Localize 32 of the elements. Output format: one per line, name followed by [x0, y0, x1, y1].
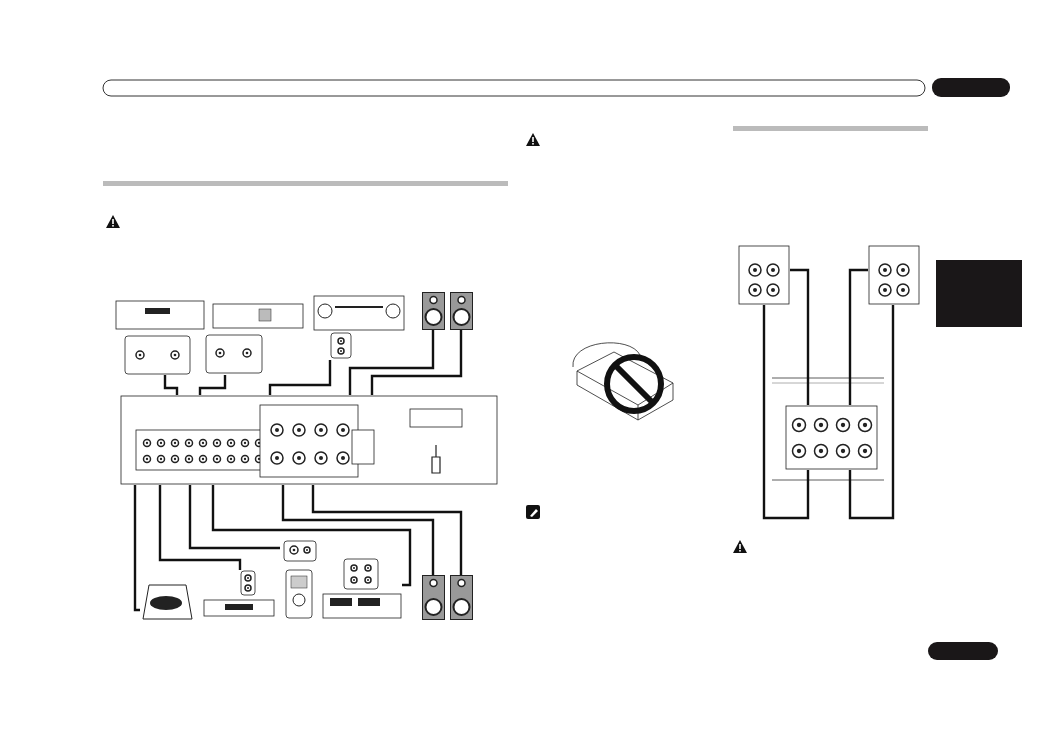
cable	[211, 485, 412, 587]
cable	[188, 485, 280, 550]
speaker-drawing	[450, 575, 473, 620]
page-number-tab	[928, 642, 998, 660]
cable	[133, 485, 140, 612]
disc-recorder-drawing	[203, 570, 275, 620]
cable	[268, 360, 332, 395]
speaker-drawing	[422, 292, 445, 330]
speaker-terminal-drawing	[738, 245, 790, 305]
media-player-dock-drawing	[280, 540, 318, 620]
cable	[762, 305, 810, 520]
amplifier-rear-panel-drawing	[120, 395, 498, 485]
speaker-drawing	[450, 292, 473, 330]
cable	[790, 268, 810, 405]
language-tab	[936, 260, 1022, 327]
speaker-terminal-drawing	[868, 245, 920, 305]
cable	[311, 485, 463, 575]
cassette-deck-drawing	[322, 558, 402, 620]
av-receiver-drawing	[313, 295, 405, 360]
speaker-drawing	[422, 575, 445, 620]
cd-player-drawing	[115, 300, 205, 375]
cable	[158, 485, 242, 570]
amplifier-terminal-drawing	[785, 405, 878, 470]
cable	[370, 330, 463, 395]
cable	[848, 268, 868, 405]
cable	[198, 375, 227, 395]
cable	[163, 375, 179, 395]
cable	[281, 485, 435, 575]
cable	[348, 330, 435, 395]
cable	[848, 305, 895, 520]
tuner-drawing	[205, 303, 305, 375]
chapter-tab	[932, 78, 1010, 97]
